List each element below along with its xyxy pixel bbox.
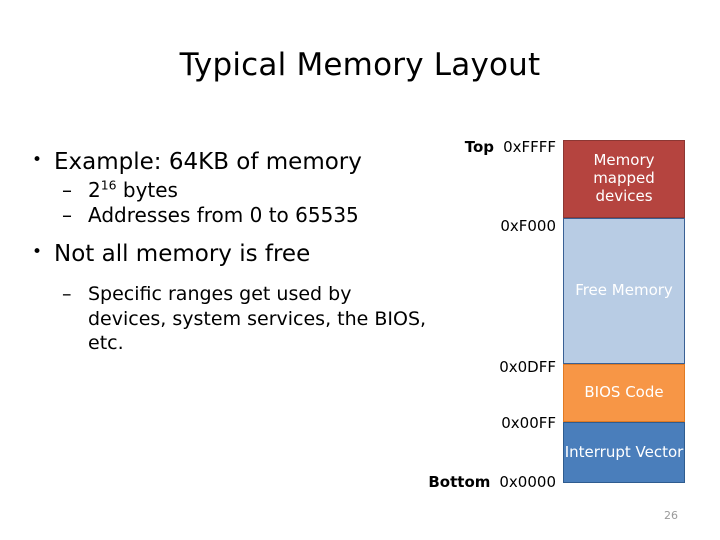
body-content: • Example: 64KB of memory – 216 bytes – … [14,148,434,356]
address-value: 0x0DFF [499,358,556,376]
bullet-marker: • [32,242,43,263]
bullet-item-not-free: • Not all memory is free [14,240,434,268]
bullet-label: 216 bytes [88,178,178,202]
dash-marker: – [62,203,72,228]
address-value: 0x00FF [501,414,556,432]
memory-block-bios-code: BIOS Code [563,364,685,422]
page-title: Typical Memory Layout [179,47,541,83]
edge-name-top: Top [464,138,495,156]
spacer [14,270,434,282]
bullet-label: Not all memory is free [54,241,311,268]
address-label-f000: 0xF000 [353,217,556,235]
address-label-bottom: Bottom 0x0000 [353,473,556,491]
unit-label: bytes [116,178,178,203]
address-label-top: Top 0xFFFF [353,138,556,156]
address-value: 0xF000 [500,217,556,235]
bullet-label: Specific ranges get used by devices, sys… [88,283,427,355]
dash-marker: – [62,178,72,203]
memory-block-free-memory: Free Memory [563,218,685,364]
bullet-label: Addresses from 0 to 65535 [88,203,359,228]
bullet-item-example: • Example: 64KB of memory [14,148,434,176]
address-label-0dff: 0x0DFF [353,358,556,376]
dash-marker: – [62,283,72,306]
bullet-marker: • [32,150,43,170]
page-number: 26 [664,509,678,522]
memory-layout-diagram: Memory mapped devices Free Memory BIOS C… [563,140,685,484]
address-label-00ff: 0x00FF [353,414,556,432]
address-value: 0x0000 [499,473,556,491]
bullet-item-bytes: – 216 bytes [14,178,434,203]
bullet-item-addresses: – Addresses from 0 to 65535 [14,203,434,228]
edge-name-bottom: Bottom [428,473,491,491]
exponent-value: 16 [100,177,117,193]
memory-block-interrupt-vector: Interrupt Vector [563,422,685,483]
memory-block-memory-mapped-devices: Memory mapped devices [563,140,685,218]
base-value: 2 [88,178,101,203]
address-value: 0xFFFF [503,138,556,156]
bullet-label: Example: 64KB of memory [54,149,362,175]
bullet-item-specific-ranges: – Specific ranges get used by devices, s… [14,282,434,356]
